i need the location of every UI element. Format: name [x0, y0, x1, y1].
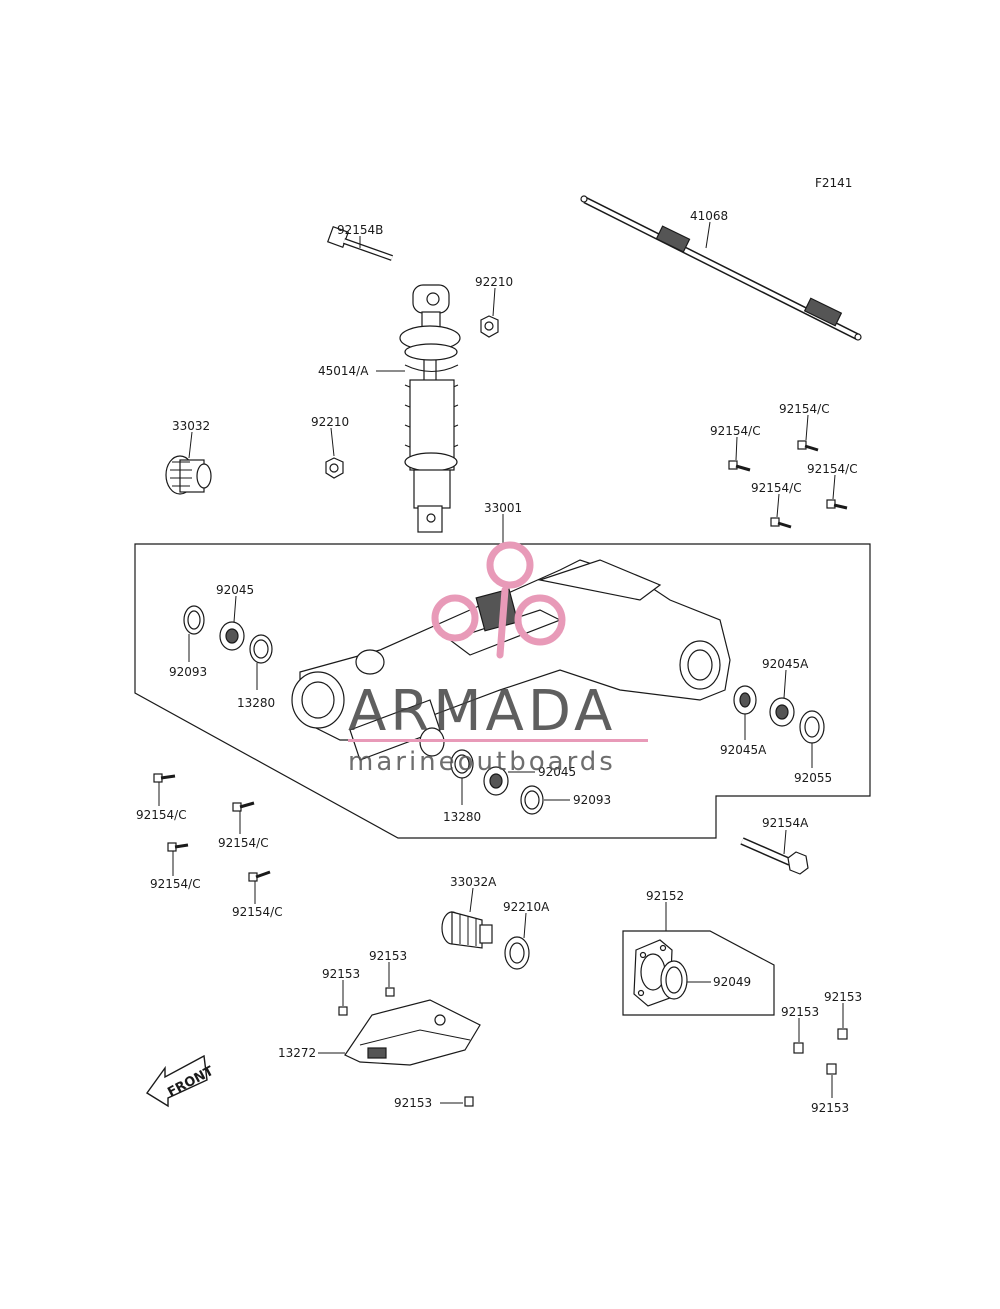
- seal-92055[interactable]: [799, 710, 825, 744]
- bush-33032[interactable]: [165, 455, 212, 495]
- label-92154a: 92154A: [762, 816, 809, 830]
- clip-92153-c[interactable]: [464, 1096, 474, 1107]
- label-45014a: 45014/A: [318, 364, 369, 378]
- label-92210-top: 92210: [475, 275, 513, 289]
- seal-92093-center[interactable]: [520, 785, 544, 815]
- seal-92093-left[interactable]: [183, 605, 205, 635]
- label-33032a: 33032A: [450, 875, 497, 889]
- label-92153-e: 92153: [824, 990, 862, 1004]
- label-41068: 41068: [690, 209, 728, 223]
- seal-92049[interactable]: [660, 960, 688, 1000]
- label-92154c-r2: 92154/C: [710, 424, 761, 438]
- label-92154c-l1: 92154/C: [136, 808, 187, 822]
- bracket-group-box: [622, 930, 775, 1016]
- clip-92153-b[interactable]: [385, 987, 395, 997]
- label-92154c-r3: 92154/C: [807, 462, 858, 476]
- guard-13272[interactable]: [344, 999, 481, 1066]
- collar-92210a[interactable]: [504, 936, 530, 970]
- nut-92210-mid[interactable]: [325, 457, 344, 479]
- swing-arm-group-box: [134, 543, 871, 839]
- front-arrow-icon: FRONT: [145, 1054, 216, 1108]
- label-92210a: 92210A: [503, 900, 550, 914]
- label-92152: 92152: [646, 889, 684, 903]
- collar-13280-left[interactable]: [249, 634, 273, 664]
- bolt-92154c-r4[interactable]: [770, 517, 792, 529]
- bush-33032a[interactable]: [441, 911, 493, 949]
- reference-code: F2141: [815, 176, 852, 190]
- label-13280-center: 13280: [443, 810, 481, 824]
- bolt-92154a[interactable]: [740, 837, 809, 875]
- bearing-92045-center[interactable]: [483, 766, 509, 796]
- label-92154b: 92154B: [337, 223, 383, 237]
- label-92153-b: 92153: [369, 949, 407, 963]
- bolt-92154c-r3[interactable]: [826, 499, 848, 510]
- label-92045-left: 92045: [216, 583, 254, 597]
- bolt-92154c-r1[interactable]: [797, 440, 819, 452]
- bolt-92154c-l2[interactable]: [232, 801, 255, 812]
- label-92093-center: 92093: [573, 793, 611, 807]
- label-92154c-r4: 92154/C: [751, 481, 802, 495]
- clip-92153-a[interactable]: [338, 1006, 348, 1016]
- watermark-logo-icon: [431, 541, 566, 659]
- watermark-divider: [348, 739, 648, 742]
- label-92045a-upper: 92045A: [762, 657, 809, 671]
- bolt-92154c-r2[interactable]: [728, 460, 751, 472]
- label-92045a-lower: 92045A: [720, 743, 767, 757]
- label-92153-c: 92153: [394, 1096, 432, 1110]
- shock-absorber-45014a[interactable]: [399, 284, 461, 533]
- label-92055: 92055: [794, 771, 832, 785]
- label-92154c-l2: 92154/C: [218, 836, 269, 850]
- label-92153-f: 92153: [811, 1101, 849, 1115]
- watermark-tagline: marineoutboards: [348, 747, 616, 777]
- bolt-92154c-l1[interactable]: [153, 773, 176, 783]
- clip-92153-f[interactable]: [826, 1063, 837, 1075]
- label-92045-center: 92045: [538, 765, 576, 779]
- label-92049: 92049: [713, 975, 751, 989]
- label-13280-left: 13280: [237, 696, 275, 710]
- label-92153-a: 92153: [322, 967, 360, 981]
- label-92154c-r1: 92154/C: [779, 402, 830, 416]
- nut-92210-top[interactable]: [480, 315, 499, 338]
- bolt-92154c-l4[interactable]: [248, 870, 271, 882]
- drive-shaft-41068[interactable]: [580, 195, 862, 341]
- clip-92153-e[interactable]: [837, 1028, 848, 1040]
- bolt-92154c-l3[interactable]: [167, 842, 189, 852]
- label-33001: 33001: [484, 501, 522, 515]
- label-92154c-l4: 92154/C: [232, 905, 283, 919]
- label-33032: 33032: [172, 419, 210, 433]
- bolt-92154b[interactable]: [326, 225, 394, 261]
- bearing-92045-left[interactable]: [219, 621, 245, 651]
- bearing-92045a-upper[interactable]: [769, 697, 795, 727]
- label-13272: 13272: [278, 1046, 316, 1060]
- watermark-brand: ARMADA: [348, 679, 616, 744]
- label-92154c-l3: 92154/C: [150, 877, 201, 891]
- watermark: ARMADA marineoutboards: [348, 541, 648, 777]
- label-92153-d: 92153: [781, 1005, 819, 1019]
- bearing-92045a-lower[interactable]: [733, 685, 757, 715]
- clip-92153-d[interactable]: [793, 1042, 804, 1054]
- label-92093-left: 92093: [169, 665, 207, 679]
- label-92210-mid: 92210: [311, 415, 349, 429]
